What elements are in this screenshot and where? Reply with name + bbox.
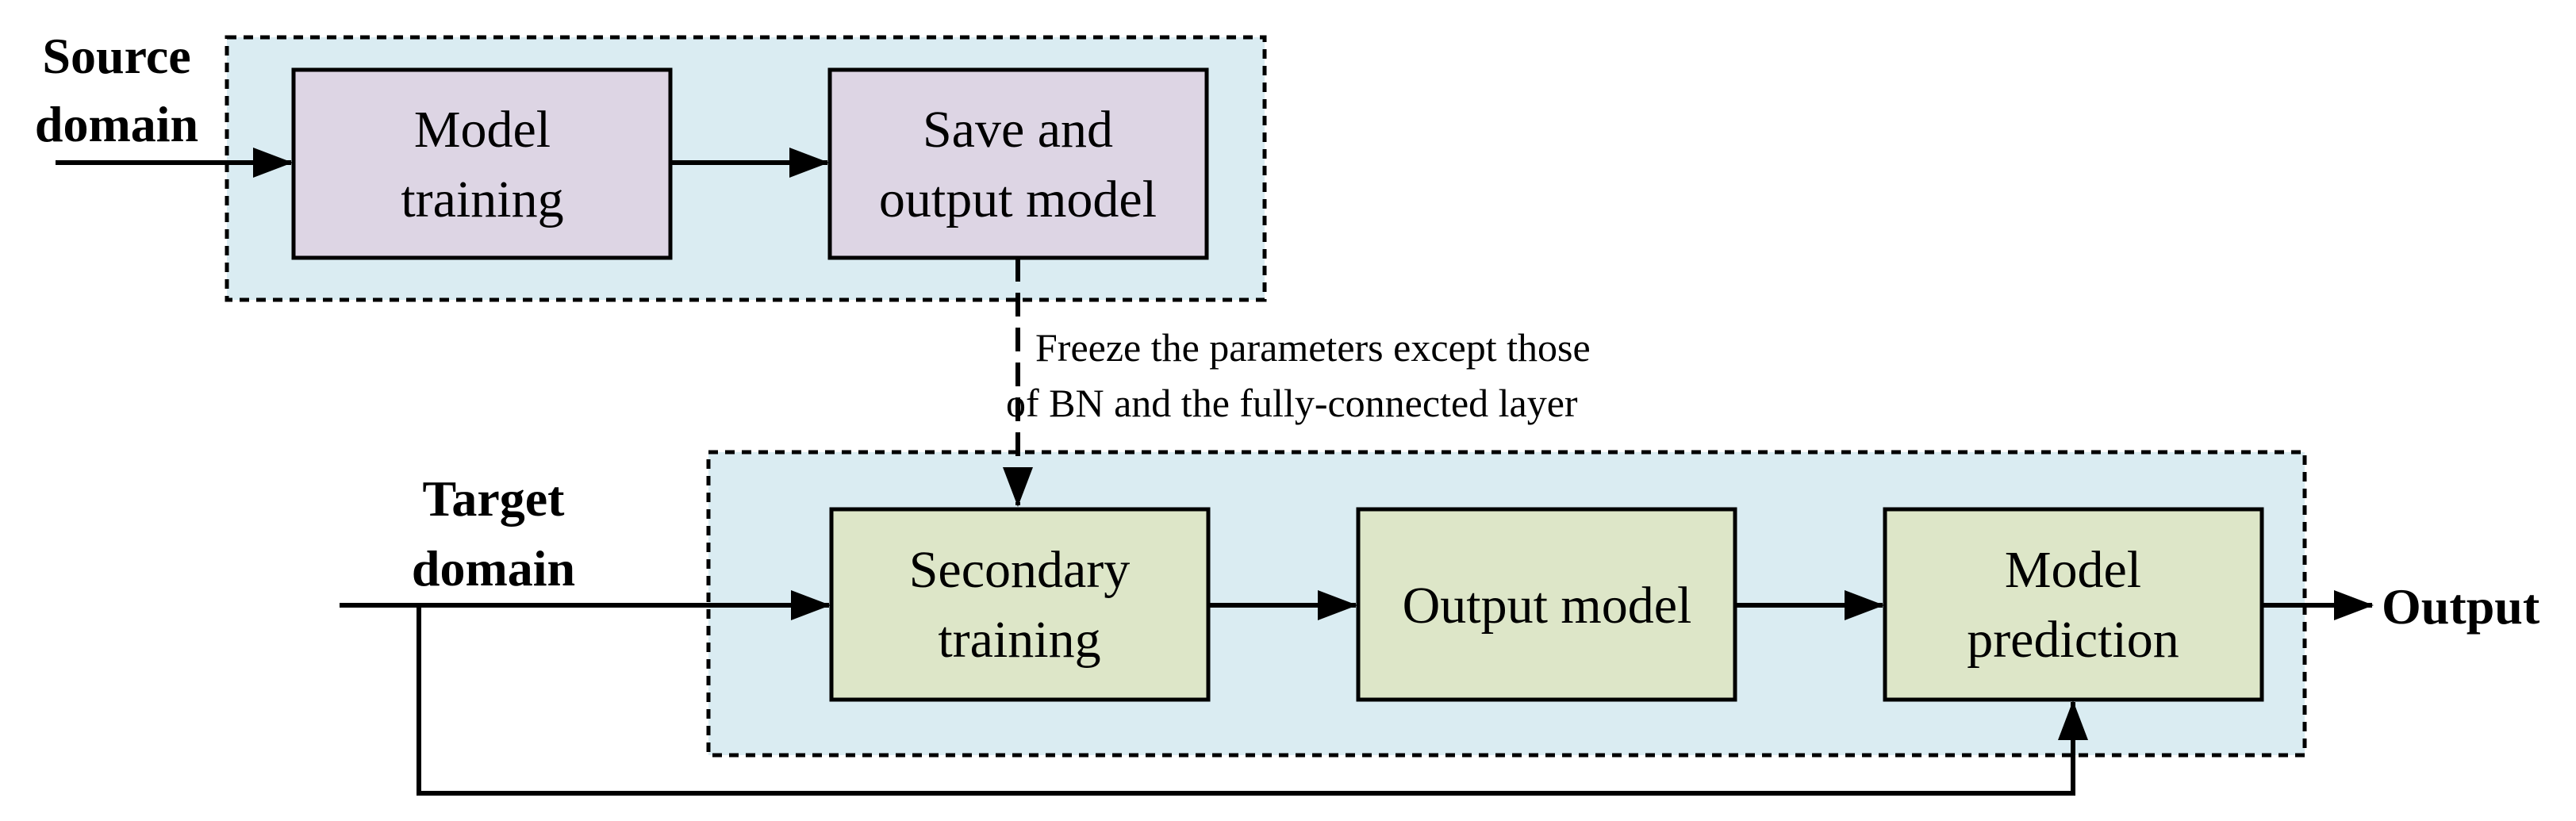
- model-prediction-label: Model: [2005, 541, 2141, 599]
- output-model-box: [1356, 507, 1737, 702]
- secondary-training-box: [829, 507, 1211, 702]
- target-domain-label-line2: domain: [412, 540, 575, 597]
- freeze-note: Freeze the parameters except those: [1035, 325, 1591, 370]
- bypass-connector: [417, 605, 2088, 796]
- save-output-model-label: Save and: [923, 101, 1113, 159]
- secondary-training-label: Secondary: [909, 541, 1131, 599]
- save-output-model-label-line2: output model: [879, 171, 1157, 228]
- model-training-label-line2: training: [401, 171, 563, 228]
- save-output-model-box: [827, 67, 1209, 260]
- output-label: Output: [2382, 578, 2540, 635]
- source-domain-label-line2: domain: [35, 96, 198, 152]
- model-prediction-box: [1883, 507, 2264, 702]
- freeze-note-line2: of BN and the fully-connected layer: [1006, 381, 1578, 425]
- model-training-box: [291, 67, 673, 260]
- output-model-label: Output model: [1403, 577, 1692, 635]
- source-domain-label: Source: [42, 28, 190, 84]
- target-domain-label: Target: [423, 470, 566, 527]
- secondary-training-label-line2: training: [938, 611, 1100, 669]
- model-prediction-label-line2: prediction: [1967, 611, 2179, 669]
- model-training-label: Model: [414, 101, 551, 159]
